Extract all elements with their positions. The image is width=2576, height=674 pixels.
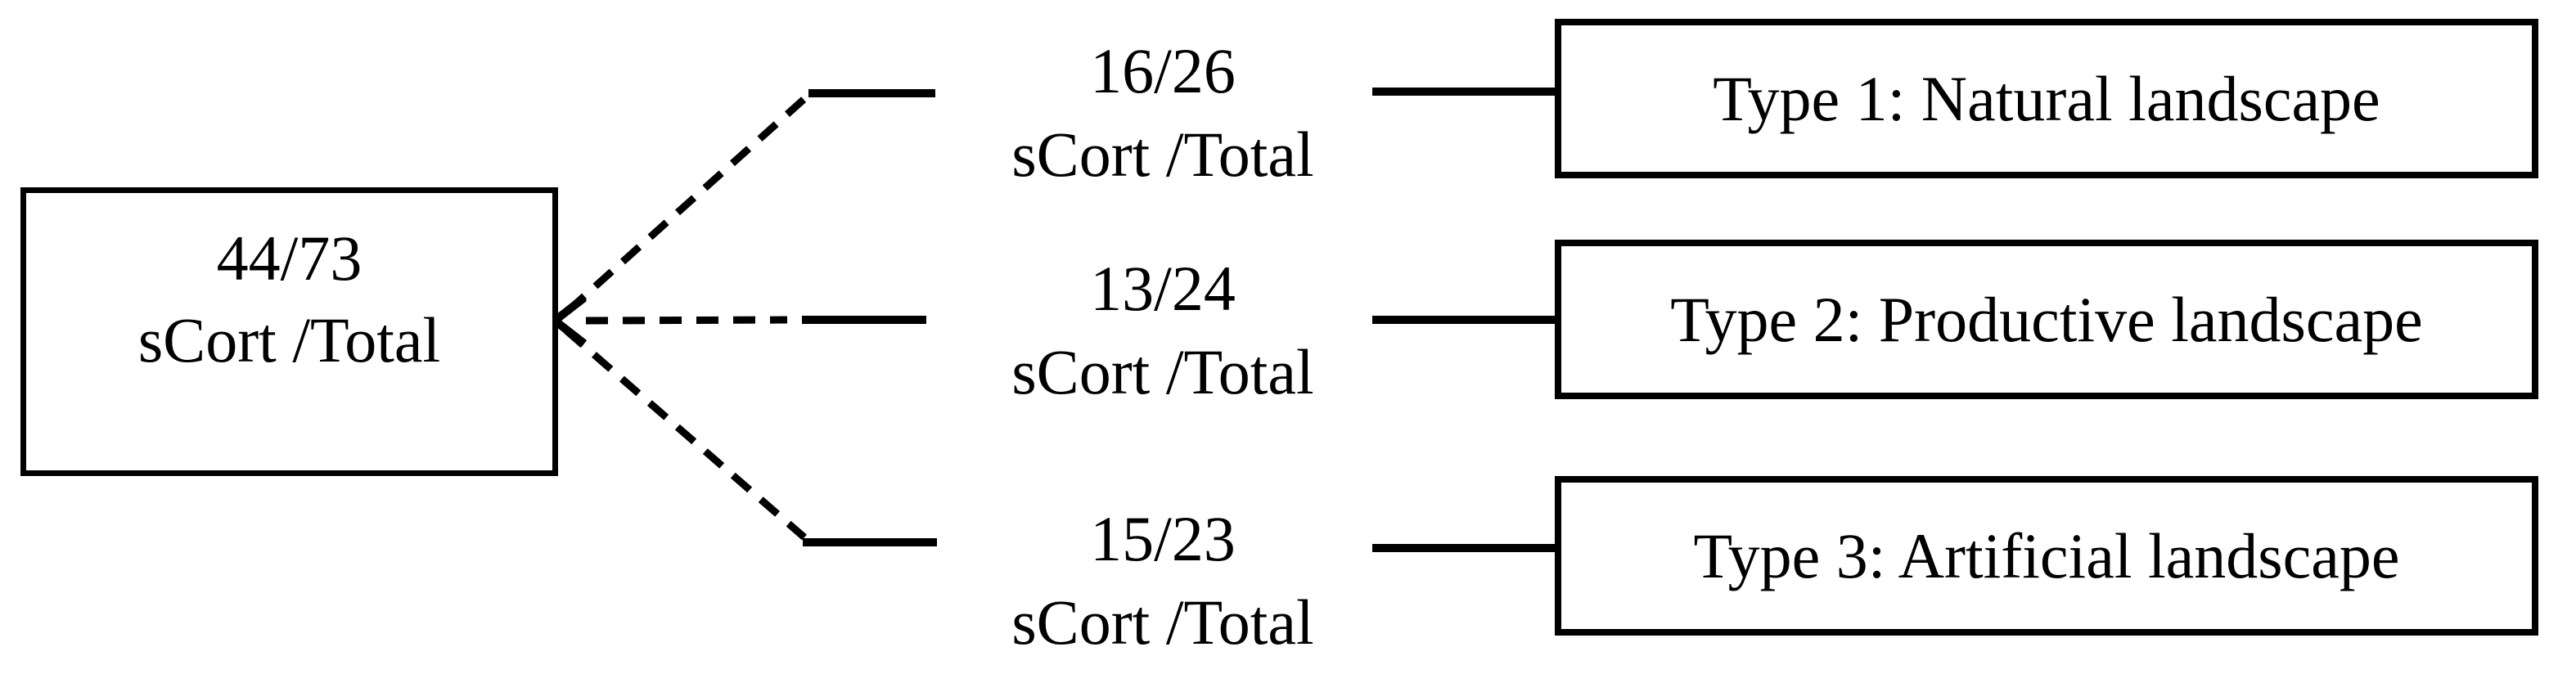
source-node: 44/73 sCort /Total [20, 187, 558, 476]
type-3-label: Type 3: Artificial landscape [1693, 519, 2400, 591]
source-unit: sCort /Total [137, 304, 441, 375]
dashed-line-branch-1 [565, 94, 809, 314]
type-3-node: Type 3: Artificial landscape [1555, 476, 2538, 636]
branch-2-label: 13/24 sCort /Total [934, 247, 1392, 414]
branch-2-unit: sCort /Total [1011, 336, 1314, 407]
dashed-line-branch-3 [564, 327, 807, 541]
source-ratio: 44/73 [216, 222, 363, 294]
type-2-label: Type 2: Productive landscape [1670, 283, 2423, 355]
branch-1-label: 16/26 sCort /Total [934, 29, 1392, 196]
branch-2-ratio: 13/24 [1090, 253, 1236, 324]
branch-1-ratio: 16/26 [1090, 35, 1236, 106]
dashed-line-branch-2 [585, 316, 788, 325]
branch-3-label: 15/23 sCort /Total [934, 497, 1392, 664]
branch-3-ratio: 15/23 [1090, 503, 1236, 574]
branch-3-unit: sCort /Total [1011, 586, 1314, 658]
type-1-label: Type 1: Natural landscape [1713, 62, 2380, 134]
type-1-node: Type 1: Natural landscape [1555, 19, 2538, 178]
branch-1-unit: sCort /Total [1011, 119, 1314, 190]
type-2-node: Type 2: Productive landscape [1555, 240, 2538, 399]
